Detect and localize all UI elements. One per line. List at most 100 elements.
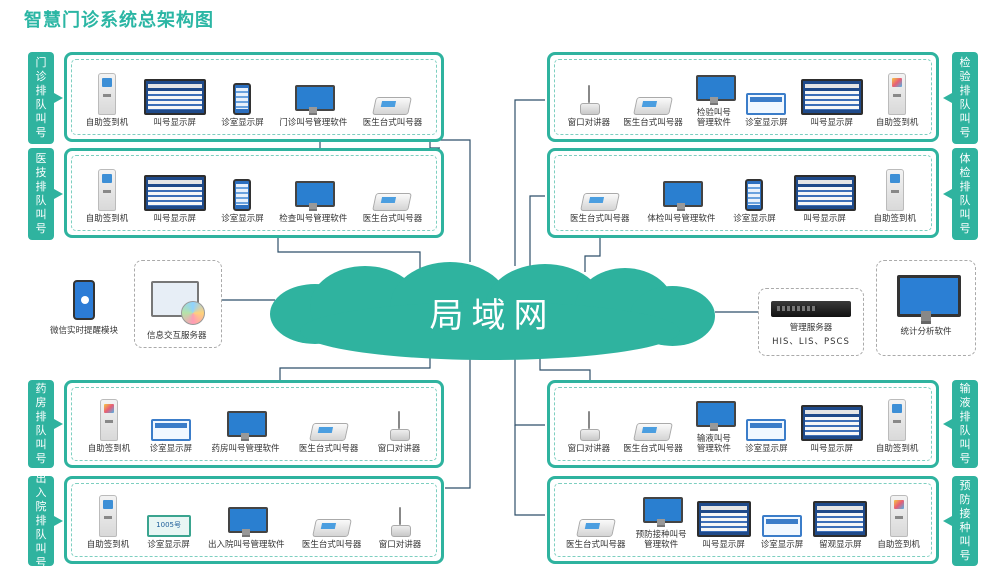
screen-icon: [793, 175, 856, 211]
panel-medtech-queue: 自助签到机 叫号显示屏 诊室显示屏 检查叫号管理软件 医生台式叫号器: [64, 148, 444, 238]
device-room-display: 诊室显示屏: [150, 419, 192, 454]
tag-medtech-queue: 医技排 队叫号: [28, 148, 63, 240]
device-intercom: 窗口对讲器: [379, 507, 421, 550]
display-icon: [233, 179, 252, 211]
screen-icon: [143, 175, 206, 211]
device-caller: 医生台式叫号器: [363, 193, 422, 224]
device-software: 出入院叫号管理软件: [208, 507, 284, 550]
device-caller: 医生台式叫号器: [363, 97, 422, 128]
tag-checkup-queue: 体检排 队叫号: [943, 148, 978, 240]
monitor-icon: [695, 401, 736, 431]
device-call-screen: 叫号显示屏: [800, 79, 863, 128]
caller-icon: [579, 193, 620, 211]
panel-checkup-queue: 医生台式叫号器 体检叫号管理软件 诊室显示屏 叫号显示屏 自助签到机: [547, 148, 939, 238]
stats-monitor-icon: [897, 275, 961, 324]
device-caller: 医生台式叫号器: [299, 423, 358, 454]
page-title: 智慧门诊系统总架构图: [24, 10, 214, 31]
info-server-label: 信息交互服务器: [147, 331, 207, 341]
kiosk-icon: [885, 169, 904, 211]
device-kiosk: 自助签到机: [86, 73, 128, 128]
tag-outpatient-queue: 门诊排 队叫号: [28, 52, 63, 144]
device-kiosk: 自助签到机: [877, 495, 920, 550]
device-call-screen: 叫号显示屏: [793, 175, 856, 224]
device-room-display: 诊室显示屏: [745, 93, 788, 128]
lan-label: 局域网: [429, 295, 556, 336]
device-kiosk: 自助签到机: [876, 399, 918, 454]
server-rack-icon: [771, 301, 851, 317]
device-caller: 医生台式叫号器: [302, 519, 361, 550]
device-software: 检查叫号管理软件: [279, 181, 347, 224]
mgmt-server-sub: HIS、LIS、PSCS: [772, 337, 850, 347]
lan-cloud: 局域网: [270, 262, 715, 362]
panel-lab-queue: 窗口对讲器 医生台式叫号器 检验叫号 管理软件 诊室显示屏 叫号显示屏 自助签到…: [547, 52, 939, 142]
device-software: 药房叫号管理软件: [211, 411, 279, 454]
stats-box: 统计分析软件: [876, 260, 976, 356]
screen-icon: [143, 79, 206, 115]
display-icon: [746, 419, 787, 441]
monitor-icon: [227, 411, 268, 441]
panel-admission-queue: 自助签到机 1005号诊室显示屏 出入院叫号管理软件 医生台式叫号器 窗口对讲器: [64, 476, 444, 564]
mic-icon: [386, 411, 412, 441]
server-pc-icon: [150, 281, 205, 325]
caller-icon: [311, 519, 352, 537]
monitor-icon: [295, 85, 336, 115]
display-icon: [233, 83, 252, 115]
monitor-icon: [695, 75, 736, 105]
device-call-screen: 叫号显示屏: [143, 175, 206, 224]
caller-icon: [633, 423, 673, 441]
wechat-phone-icon: [73, 280, 95, 320]
display-icon: [745, 179, 764, 211]
device-software: 门诊叫号管理软件: [279, 85, 347, 128]
kiosk-icon: [888, 73, 907, 115]
device-kiosk: 自助签到机: [86, 169, 128, 224]
device-caller: 医生台式叫号器: [623, 97, 683, 128]
monitor-icon: [643, 497, 684, 527]
info-server-box: 信息交互服务器: [134, 260, 222, 348]
tag-pharmacy-queue: 药房排 队叫号: [28, 380, 63, 468]
screen-icon: [696, 501, 751, 537]
mic-icon: [576, 411, 602, 441]
panel-infusion-queue: 窗口对讲器 医生台式叫号器 输液叫号 管理软件 诊室显示屏 叫号显示屏 自助签到…: [547, 380, 939, 468]
caller-icon: [372, 97, 413, 115]
stats-label: 统计分析软件: [900, 327, 952, 337]
monitor-icon: [228, 507, 269, 537]
device-intercom: 窗口对讲器: [568, 411, 610, 454]
tag-vaccination-queue: 预防接 种叫号: [943, 476, 978, 566]
caller-icon: [575, 519, 616, 537]
kiosk-icon: [97, 73, 116, 115]
wechat-module: 微信实时提醒模块: [50, 280, 118, 336]
device-software: 预防接种叫号 管理软件: [636, 497, 687, 550]
kiosk-icon: [97, 169, 116, 211]
mic-icon: [576, 85, 602, 115]
display-icon: [762, 515, 802, 537]
device-caller: 医生台式叫号器: [566, 519, 626, 550]
mgmt-server-box: 管理服务器 HIS、LIS、PSCS: [758, 288, 864, 356]
device-kiosk: 自助签到机: [876, 73, 918, 128]
device-call-screen: 叫号显示屏: [143, 79, 206, 128]
kiosk-icon: [888, 399, 907, 441]
device-room-display: 诊室显示屏: [221, 179, 264, 224]
display-icon: [746, 93, 787, 115]
device-call-screen: 叫号显示屏: [800, 405, 863, 454]
device-intercom: 窗口对讲器: [568, 85, 610, 128]
device-room-display: 诊室显示屏: [745, 419, 788, 454]
tag-lab-queue: 检验排 队叫号: [943, 52, 978, 144]
panel-outpatient-queue: 自助签到机 叫号显示屏 诊室显示屏 门诊叫号管理软件 医生台式叫号器: [64, 52, 444, 142]
device-caller: 医生台式叫号器: [570, 193, 629, 224]
device-caller: 医生台式叫号器: [623, 423, 683, 454]
mgmt-server-label: 管理服务器: [789, 323, 833, 333]
monitor-icon: [663, 181, 704, 211]
device-room-display: 诊室显示屏: [761, 515, 803, 550]
panel-pharmacy-queue: 自助签到机 诊室显示屏 药房叫号管理软件 医生台式叫号器 窗口对讲器: [64, 380, 444, 468]
caller-icon: [372, 193, 413, 211]
tag-admission-queue: 出入院 排队叫号: [28, 472, 63, 569]
monitor-icon: [295, 181, 336, 211]
device-observation-screen: 留观显示屏: [813, 501, 868, 550]
device-call-screen: 叫号显示屏: [696, 501, 751, 550]
display-icon: [150, 419, 191, 441]
device-intercom: 窗口对讲器: [378, 411, 420, 454]
screen-icon: [800, 79, 863, 115]
screen-icon: [800, 405, 863, 441]
device-software: 输液叫号 管理软件: [695, 401, 736, 454]
